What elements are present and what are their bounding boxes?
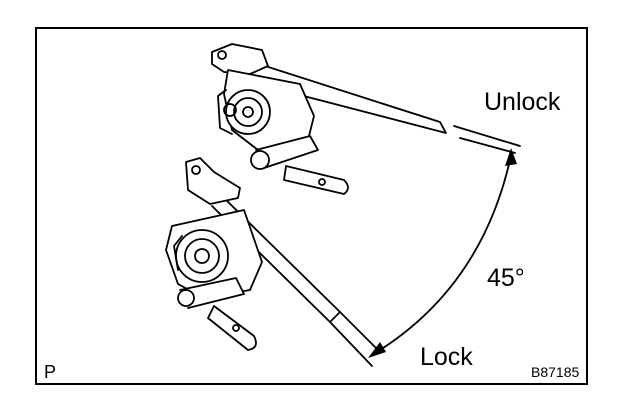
unlock-label: Unlock: [484, 88, 561, 116]
lower-retractor: [165, 157, 379, 367]
arrow-head-up-icon: [505, 148, 517, 166]
angle-arc: [371, 159, 511, 356]
angle-label: 45°: [487, 264, 525, 292]
arrow-head-down-icon: [368, 342, 386, 358]
lock-label: Lock: [420, 343, 473, 371]
view-code-label: P: [44, 362, 57, 382]
figure-code-label: B87185: [531, 364, 580, 380]
upper-retractor: [211, 43, 521, 195]
